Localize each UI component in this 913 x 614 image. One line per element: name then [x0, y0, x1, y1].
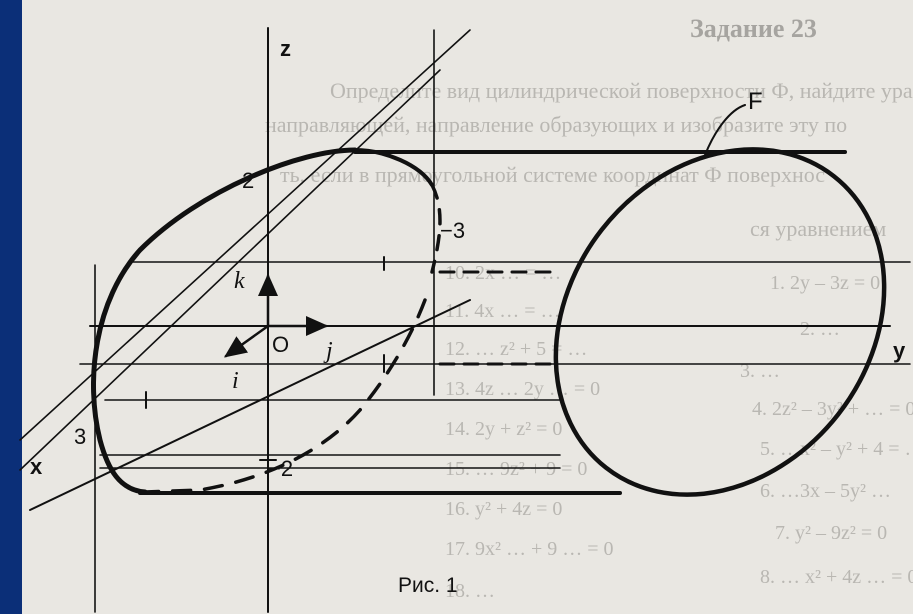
x-value-label: 3 — [74, 424, 87, 449]
axis-z-label: z — [280, 36, 291, 61]
vector-i-label: i — [232, 368, 239, 394]
f-pointer — [704, 104, 746, 156]
directrix-front — [91, 147, 358, 495]
task-text-line: направляющей, направление образующих и и… — [265, 112, 848, 137]
directrix-hidden — [143, 298, 427, 494]
equation-item: 3. … — [740, 360, 780, 382]
z-value-label: 2 — [242, 168, 255, 193]
axis-y-label: y — [893, 338, 906, 363]
back-ellipse — [553, 147, 887, 497]
equation-item: 1. 2y – 3z = 0 — [770, 272, 881, 294]
guide-line — [19, 29, 471, 441]
equation-item: 4. 2z² – 3y² + … = 0 — [752, 398, 913, 420]
directrix-top-back — [353, 148, 434, 187]
equation-item: 8. … x² + 4z … = 0 — [760, 566, 913, 588]
equation-item: 11. 4x … = … — [445, 300, 561, 322]
vector-k-label: k — [234, 268, 245, 294]
z-neg-label: −2 — [268, 456, 294, 481]
surface-f-label: F — [748, 88, 763, 115]
equation-item: 18. … — [445, 580, 495, 602]
directrix-hidden — [430, 183, 442, 274]
vector-i — [223, 324, 270, 358]
equation-item: 17. 9x² … + 9 … = 0 — [445, 538, 614, 560]
equation-item: 6. …3x – 5y² … — [760, 480, 891, 502]
equation-item: 15. … 9z² + 9 = 0 — [445, 458, 588, 480]
equation-item: 10. 2x … = … — [445, 262, 562, 284]
equation-item: 2. … — [800, 318, 840, 340]
vector-j-label: j — [326, 338, 333, 364]
equation-item: 12. … z² + 5 = … — [445, 338, 588, 360]
y-value-label: −3 — [440, 218, 466, 243]
figure-caption: Рис. 1 — [398, 574, 458, 597]
equation-item: 16. y² + 4z = 0 — [445, 498, 563, 520]
origin-label: O — [272, 332, 290, 357]
textbook-page — [22, 0, 913, 614]
task-heading: Задание 23 — [690, 14, 817, 43]
axis-x-label: x — [30, 454, 43, 479]
equation-item: 7. y² – 9z² = 0 — [775, 522, 888, 544]
x-axis — [29, 299, 471, 511]
equation-item: 14. 2y + z² = 0 — [445, 418, 563, 440]
guide-line — [19, 69, 441, 471]
task-text-line: ся уравнением — [750, 216, 887, 241]
task-text-line: ть, если в прямоугольной системе координ… — [280, 162, 826, 187]
